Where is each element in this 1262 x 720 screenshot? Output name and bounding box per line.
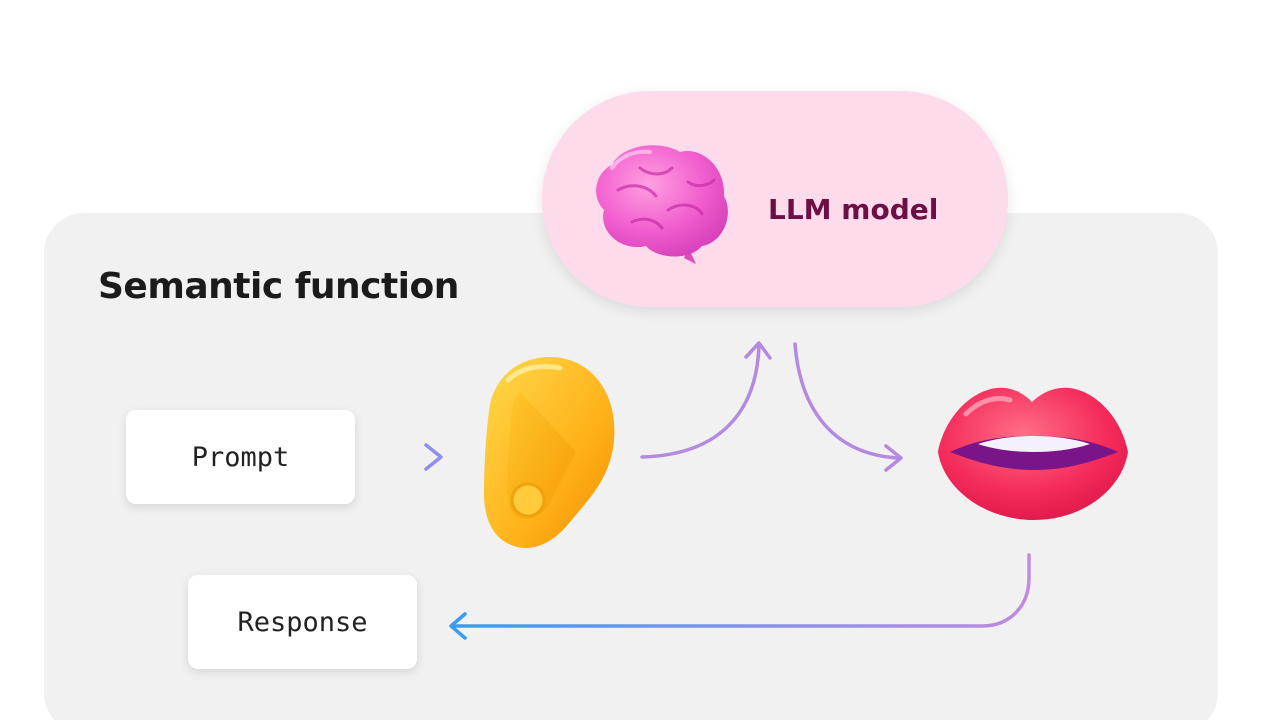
prompt-card: Prompt xyxy=(126,410,355,504)
ear-to-llm-arrow xyxy=(640,341,772,459)
panel-title: Semantic function xyxy=(98,266,459,307)
prompt-to-ear-arrow xyxy=(381,443,443,471)
ear-icon xyxy=(484,356,615,549)
brain-icon xyxy=(596,145,728,264)
mouth-to-response-arrow xyxy=(449,553,1031,640)
llm-to-mouth-arrow xyxy=(793,342,903,472)
prompt-label: Prompt xyxy=(191,441,290,473)
response-card: Response xyxy=(188,575,417,669)
llm-model-label: LLM model xyxy=(768,193,939,226)
mouth-icon xyxy=(938,387,1128,520)
response-label: Response xyxy=(237,606,368,638)
